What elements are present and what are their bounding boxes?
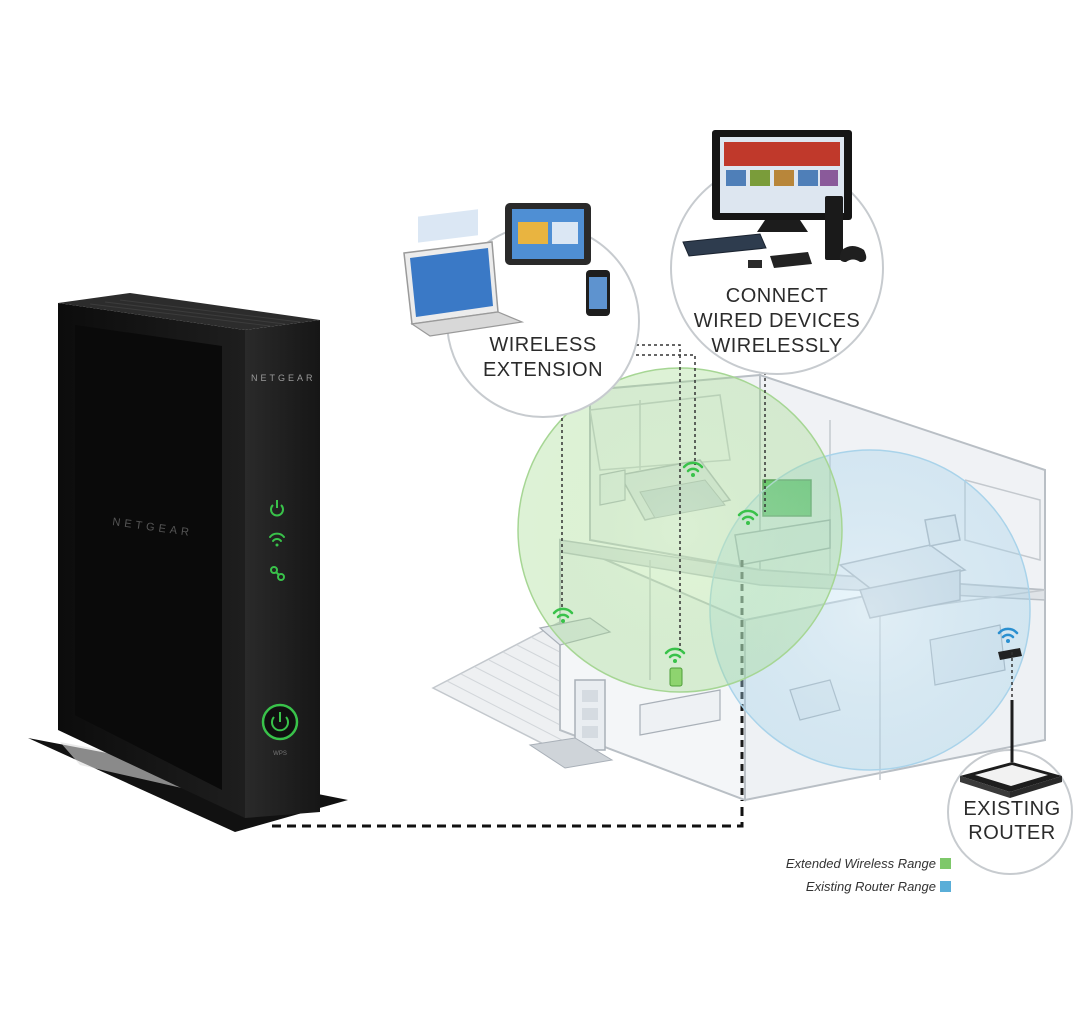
connect-wired-line3: WIRELESSLY — [711, 335, 842, 357]
existing-router-line2: ROUTER — [968, 822, 1055, 844]
brand-side: NETGEAR — [251, 373, 316, 383]
device-link-icon — [270, 566, 285, 581]
power-icon — [270, 500, 284, 517]
callout-wireless-extension: WIRELESS EXTENSION — [403, 203, 640, 418]
wireless-extension-line2: EXTENSION — [483, 359, 603, 381]
controller-icon — [839, 246, 867, 262]
wps-caption: WPS — [273, 751, 287, 757]
media-player-icon — [770, 252, 812, 268]
netgear-range-extender: NETGEAR NETGEAR WPS — [28, 293, 348, 832]
legend: Extended Wireless Range Existing Router … — [786, 856, 951, 894]
tv-icon — [712, 130, 852, 232]
ethernet-cable-line — [272, 800, 744, 828]
legend-extended-swatch — [940, 858, 951, 869]
wifi-signal-icon — [552, 461, 1019, 663]
existing-router-line1: EXISTING — [963, 798, 1060, 820]
game-console-icon — [825, 196, 843, 260]
phone-icon — [586, 270, 610, 316]
connect-wired-line1: CONNECT — [726, 285, 828, 307]
wps-button-icon — [261, 703, 299, 741]
connect-wired-line2: WIRED DEVICES — [694, 310, 861, 332]
network-switch-icon — [682, 233, 767, 257]
router-icon — [960, 700, 1062, 798]
callout-existing-router: EXISTING ROUTER — [947, 700, 1073, 875]
callout-connect-wired: CONNECT WIRED DEVICES WIRELESSLY — [670, 130, 884, 375]
wifi-signal-icon — [269, 532, 285, 547]
legend-existing-label: Existing Router Range — [806, 879, 936, 894]
tablet-icon — [505, 203, 591, 265]
laptop-icon — [403, 209, 525, 337]
legend-existing-swatch — [940, 881, 951, 892]
wireless-extension-line1: WIRELESS — [489, 334, 596, 356]
legend-extended-label: Extended Wireless Range — [786, 856, 936, 871]
